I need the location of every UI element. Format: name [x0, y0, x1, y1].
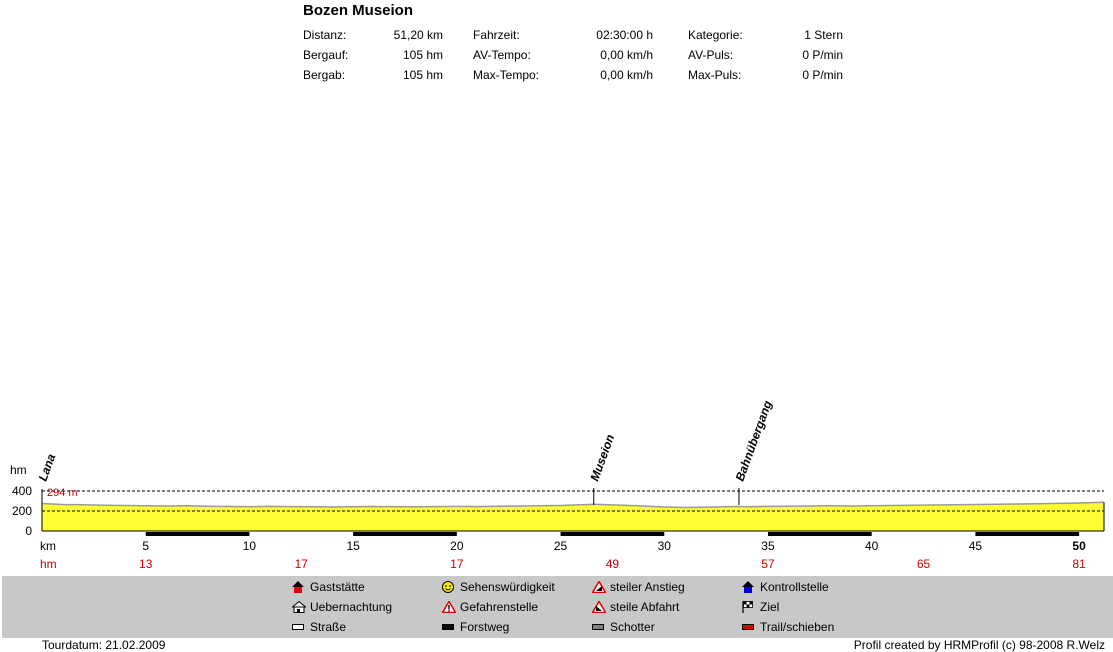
stat-label: Bergauf: — [303, 48, 349, 62]
stat-label: Bergab: — [303, 68, 346, 82]
stat-label: Kategorie: — [688, 28, 743, 42]
legend-label: Gaststätte — [310, 580, 365, 594]
y-tick-label: 0 — [25, 524, 32, 538]
stat-label: Distanz: — [303, 28, 347, 42]
stat-value: 51,20 km — [393, 28, 443, 42]
steep-descent-icon — [592, 601, 606, 613]
road-swatch-icon — [292, 621, 304, 633]
stat-label: AV-Puls: — [688, 48, 734, 62]
hm-value-label: 13 — [139, 557, 153, 571]
hm-value-label: 81 — [1072, 557, 1086, 571]
stat-value: 02:30:00 h — [596, 28, 653, 42]
legend-item: Forstweg — [442, 620, 509, 634]
stat-value: 0 P/min — [802, 48, 843, 62]
x-tick-label: 50 — [1072, 539, 1086, 553]
y-tick-label: 200 — [12, 504, 32, 518]
stat-label: Fahrzeit: — [473, 28, 520, 42]
elevation-area — [42, 502, 1104, 531]
y-tick-label: 400 — [12, 484, 32, 498]
credit-text: Profil created by HRMProfil (c) 98-2008 … — [853, 638, 1105, 652]
forest-road-swatch-icon — [442, 621, 454, 633]
start-elevation-label: 294 m — [47, 487, 78, 499]
x-axis-label: km — [40, 539, 56, 553]
waypoint-label: Museion — [587, 433, 617, 484]
hm-value-label: 65 — [917, 557, 931, 571]
stat-label: AV-Tempo: — [473, 48, 531, 62]
legend-item: Sehenswürdigkeit — [442, 580, 555, 594]
legend-label: Gefahrenstelle — [460, 600, 539, 614]
legend-panel: Gaststätte Sehenswürdigkeit steiler Anst… — [2, 576, 1113, 638]
legend-label: Uebernachtung — [310, 600, 393, 614]
legend-label: Trail/schieben — [760, 620, 835, 634]
stat-value: 105 hm — [402, 48, 443, 62]
x-tick-label: 35 — [761, 539, 775, 553]
legend-label: Forstweg — [460, 620, 510, 634]
x-tick-label: 30 — [658, 539, 672, 553]
legend-item: Trail/schieben — [742, 620, 834, 634]
page-title: Bozen Museion — [303, 2, 414, 19]
legend-item: steile Abfahrt — [592, 600, 679, 614]
legend-item: Kontrollstelle — [742, 580, 829, 594]
finish-flag-icon — [742, 601, 754, 613]
elevation-line — [41, 501, 1105, 509]
x-tick-label: 25 — [554, 539, 568, 553]
legend-item: Uebernachtung — [292, 600, 392, 614]
road-segment — [145, 532, 250, 536]
restaurant-icon — [292, 581, 304, 593]
road-segment — [353, 532, 457, 536]
road-segment — [975, 532, 1080, 536]
y-axis-label: hm — [10, 463, 27, 477]
smiley-icon — [442, 581, 454, 593]
waypoint-label: Lana — [36, 452, 59, 483]
stat-value: 0 P/min — [802, 68, 843, 82]
checkpoint-icon — [742, 581, 754, 593]
x-tick-label: 5 — [142, 539, 149, 553]
x-tick-label: 10 — [243, 539, 257, 553]
legend-label: Kontrollstelle — [760, 580, 829, 594]
x-tick-label: 40 — [865, 539, 879, 553]
elevation-profile-chart: hm Lana Museion Bahnübergang 294 m km hm 0… — [10, 398, 1105, 571]
x-tick-label: 15 — [346, 539, 360, 553]
legend-item: Gaststätte — [292, 580, 365, 594]
hm-row-label: hm — [40, 557, 57, 571]
hm-value-label: 57 — [761, 557, 775, 571]
legend-label: steile Abfahrt — [610, 600, 680, 614]
hm-value-label: 17 — [295, 557, 309, 571]
legend-label: steiler Anstieg — [610, 580, 685, 594]
stat-value: 105 hm — [402, 68, 443, 82]
legend-item: Schotter — [592, 620, 655, 634]
legend-item: Straße — [292, 620, 346, 634]
stat-value: 0,00 km/h — [600, 48, 653, 62]
tour-date: Tourdatum: 21.02.2009 — [42, 638, 166, 652]
stat-label: Max-Tempo: — [473, 68, 540, 82]
x-tick-label: 20 — [450, 539, 464, 553]
danger-icon — [442, 601, 456, 613]
legend-label: Straße — [310, 620, 347, 634]
legend-label: Schotter — [610, 620, 655, 634]
legend-item: steiler Anstieg — [592, 580, 685, 594]
trail-swatch-icon — [742, 621, 754, 633]
stat-value: 0,00 km/h — [600, 68, 653, 82]
stat-value: 1 Stern — [804, 28, 843, 42]
gravel-swatch-icon — [592, 621, 604, 633]
x-tick-label: 45 — [969, 539, 983, 553]
lodging-icon — [292, 601, 306, 613]
hm-value-label: 49 — [606, 557, 620, 571]
legend-item: Gefahrenstelle — [442, 600, 538, 614]
waypoint-label: Bahnübergang — [733, 398, 775, 483]
road-segment — [560, 532, 665, 536]
legend-label: Sehenswürdigkeit — [460, 580, 555, 594]
legend-label: Ziel — [760, 600, 780, 614]
stat-label: Max-Puls: — [688, 68, 742, 82]
hm-value-label: 17 — [450, 557, 464, 571]
legend-item: Ziel — [742, 600, 779, 614]
steep-climb-icon — [592, 581, 606, 593]
road-segment — [767, 532, 872, 536]
